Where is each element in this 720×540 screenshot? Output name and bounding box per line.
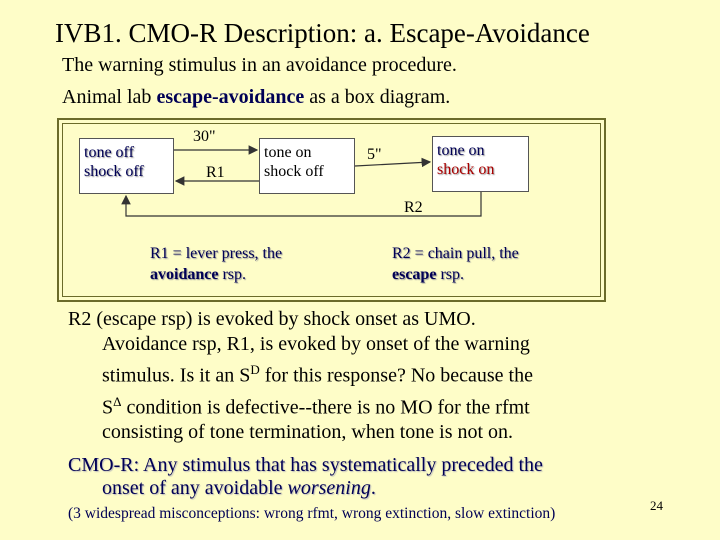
legend-r2-line1: R2 = chain pull, the bbox=[392, 245, 519, 262]
subtitle-1: The warning stimulus in an avoidance pro… bbox=[62, 54, 457, 76]
cmor-line-1: CMO-R: Any stimulus that has systematica… bbox=[68, 454, 543, 476]
arrow-5s bbox=[354, 157, 432, 168]
body-line-5: consisting of tone termination, when ton… bbox=[102, 421, 514, 444]
box3-line2: shock on bbox=[437, 161, 495, 178]
body-line-4a: S bbox=[102, 396, 114, 419]
body-line-3b: for this response? No because the bbox=[259, 364, 533, 387]
legend-r2-bold: escape bbox=[392, 266, 437, 283]
body-line-4b: condition is defective--there is no MO f… bbox=[121, 396, 530, 419]
legend-r1: R1 = lever press, the avoidance rsp. bbox=[150, 243, 282, 285]
legend-r2-line2: escape rsp. bbox=[392, 264, 519, 285]
cmor-line-2-text: onset of any avoidable bbox=[102, 477, 288, 499]
state-box-tone-on-shock-on: tone on shock on bbox=[432, 136, 529, 192]
slide-title: IVB1. CMO-R Description: a. Escape-Avoid… bbox=[55, 18, 590, 48]
box2-line2: shock off bbox=[264, 163, 324, 180]
legend-r1-line1: R1 = lever press, the bbox=[150, 245, 283, 262]
legend-r2-suffix: rsp. bbox=[436, 266, 464, 283]
subtitle-2-bold: escape-avoidance bbox=[156, 86, 305, 108]
page-number: 24 bbox=[650, 498, 663, 513]
body-line-2: Avoidance rsp, R1, is evoked by onset of… bbox=[102, 333, 530, 355]
box2-line1: tone on bbox=[264, 144, 312, 161]
label-r2: R2 bbox=[404, 199, 423, 216]
box1-line1: tone off bbox=[84, 144, 134, 161]
legend-r1-bold: avoidance bbox=[150, 266, 219, 283]
body-line-1: R2 (escape rsp) is evoked by shock onset… bbox=[68, 308, 476, 330]
label-30-seconds: 30" bbox=[193, 128, 216, 145]
body-line-4: SΔ condition is defective--there is no M… bbox=[68, 389, 668, 421]
legend-r1-line2: avoidance rsp. bbox=[150, 264, 282, 285]
cmo-r-definition: CMO-R: Any stimulus that has systematica… bbox=[68, 454, 688, 500]
subtitle-2: Animal lab escape-avoidance as a box dia… bbox=[62, 86, 450, 109]
body-line-3a: stimulus. Is it an S bbox=[102, 364, 251, 387]
box3-line1: tone on bbox=[437, 142, 485, 159]
subtitle-2-prefix: Animal lab bbox=[62, 86, 157, 108]
cmor-line-2: onset of any avoidable worsening. bbox=[68, 477, 688, 500]
state-box-tone-on-shock-off: tone on shock off bbox=[259, 138, 355, 194]
label-5-seconds: 5" bbox=[367, 146, 382, 163]
cmor-end: . bbox=[370, 477, 376, 499]
diagram-inner-frame bbox=[62, 123, 601, 297]
superscript-delta: Δ bbox=[113, 393, 122, 409]
box1-line2: shock off bbox=[84, 163, 144, 180]
state-box-tone-off-shock-off: tone off shock off bbox=[79, 138, 174, 194]
body-paragraph: R2 (escape rsp) is evoked by shock onset… bbox=[68, 307, 668, 445]
subtitle-2-suffix: as a box diagram. bbox=[304, 86, 451, 108]
legend-r2: R2 = chain pull, the escape rsp. bbox=[392, 243, 519, 285]
cmor-italic: worsening bbox=[287, 477, 371, 499]
superscript-d: D bbox=[250, 362, 260, 377]
label-r1: R1 bbox=[206, 164, 225, 181]
diagram-frame bbox=[57, 118, 606, 302]
legend-r1-suffix: rsp. bbox=[218, 266, 247, 283]
body-line-3: stimulus. Is it an SD for this response?… bbox=[68, 357, 668, 389]
footnote: (3 widespread misconceptions: wrong rfmt… bbox=[68, 505, 556, 522]
arrow-r2 bbox=[121, 192, 482, 217]
